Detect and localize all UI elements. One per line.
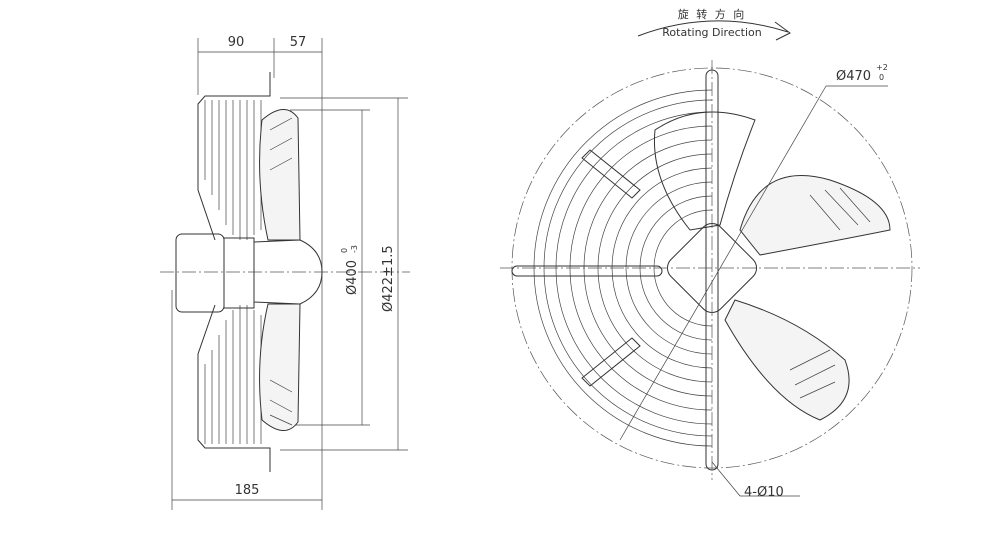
dim-90: 90	[228, 35, 245, 50]
side-view: 90 57 185 Ø400 0 -3 Ø422±1.5	[160, 35, 410, 510]
motor-body	[175, 233, 225, 313]
blade-bottom-side	[259, 303, 301, 431]
rotor-hub	[253, 239, 323, 305]
svg-text:0: 0	[879, 73, 884, 82]
dim-57: 57	[290, 35, 307, 50]
rotation-label-en: Rotating Direction	[662, 26, 761, 39]
svg-text:0: 0	[340, 248, 349, 253]
dim-470: Ø470	[836, 69, 871, 84]
dim-185: 185	[235, 483, 260, 498]
blade-upper	[653, 111, 756, 231]
blade-top-side	[259, 109, 301, 241]
rotation-arrow	[637, 20, 789, 37]
leader-holes	[711, 461, 741, 497]
rotation-label-cn: 旋 转 方 向	[678, 7, 747, 21]
dim-400: Ø400	[345, 260, 360, 295]
front-view: 旋 转 方 向 Rotating Direction	[500, 7, 920, 500]
blade-lower-right	[724, 299, 850, 421]
hub	[666, 222, 758, 314]
dim-422: Ø422±1.5	[381, 245, 396, 312]
blade-slots	[789, 187, 871, 399]
svg-text:-3: -3	[350, 245, 359, 253]
dim-holes: 4-Ø10	[744, 485, 784, 500]
blade-right	[739, 175, 891, 256]
guard-frame	[197, 72, 271, 472]
horizontal-rod	[511, 265, 663, 277]
svg-text:+2: +2	[876, 63, 888, 72]
leader-470	[619, 85, 827, 441]
